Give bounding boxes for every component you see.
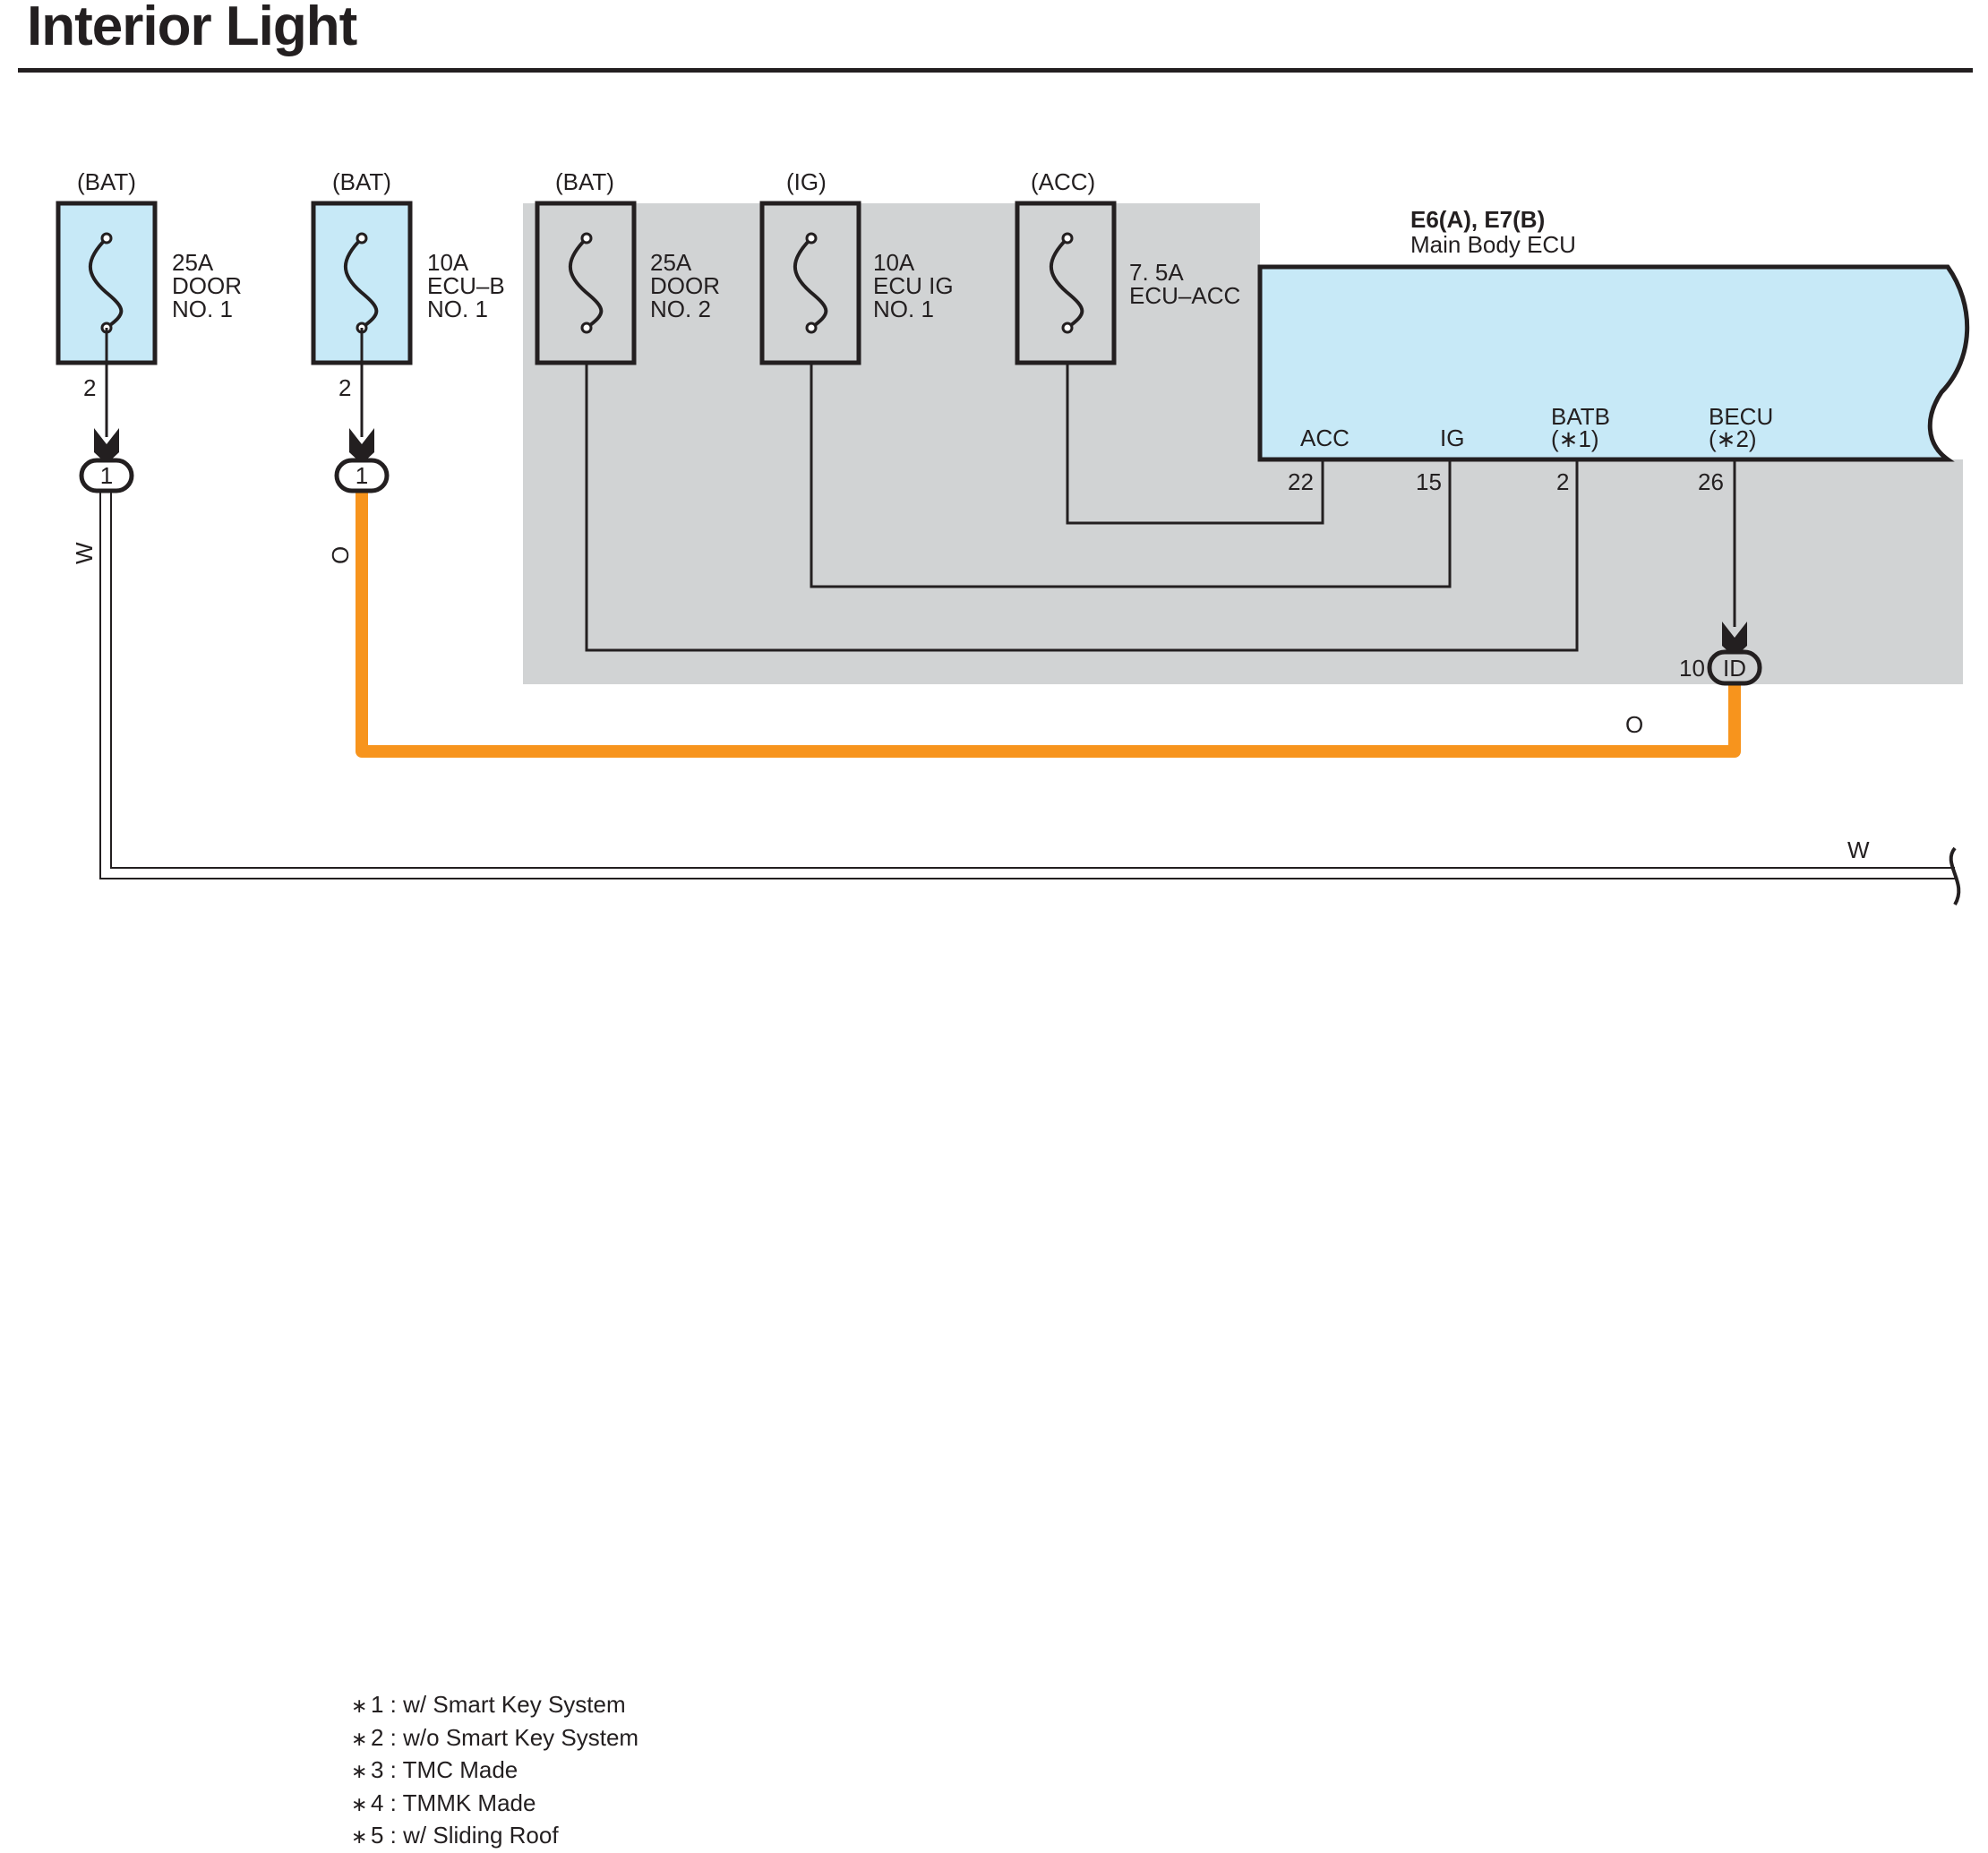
fuse-pin: 2 xyxy=(83,374,96,401)
wire-ecu-acc xyxy=(1066,328,1324,525)
ecu-name: Main Body ECU xyxy=(1410,231,1576,258)
footnotes: ∗1 : w/ Smart Key System ∗2 : w/o Smart … xyxy=(351,1689,638,1853)
fuse-name-2: NO. 1 xyxy=(172,296,233,322)
fuse-source: (BAT) xyxy=(332,168,391,195)
footnote: ∗1 : w/ Smart Key System xyxy=(351,1689,638,1722)
fuse-ecu-ig-no1: (IG) 10A ECU IG NO. 1 xyxy=(759,168,954,365)
ecu-pin-15: 15 xyxy=(1416,468,1442,495)
ecu-box xyxy=(1257,264,1970,462)
wire-label-o: O xyxy=(327,546,354,564)
wire-label-w: W xyxy=(71,542,98,564)
ecu-terminal-batb: BATB xyxy=(1551,403,1610,430)
ecu-terminal-ig: IG xyxy=(1440,425,1464,451)
wire-ecu-batb xyxy=(585,328,1579,652)
ecu-pin-22: 22 xyxy=(1288,468,1314,495)
fuse-source: (BAT) xyxy=(77,168,136,195)
fuse-door-no1: (BAT) 25A DOOR NO. 1 2 1 xyxy=(56,168,242,493)
ecu-terminal-becu-note: (∗2) xyxy=(1709,425,1757,452)
ecu-pin-2: 2 xyxy=(1556,468,1569,495)
fuse-source: (BAT) xyxy=(555,168,614,195)
fuse-name: ECU–ACC xyxy=(1129,282,1240,309)
ecu-terminal-becu: BECU xyxy=(1709,403,1773,430)
fuse-icon xyxy=(1050,236,1084,330)
fuse-rating: 25A xyxy=(650,249,692,276)
fuse-rating: 7. 5A xyxy=(1129,259,1184,286)
fuse-source: (IG) xyxy=(786,168,827,195)
footnote-text: 1 : w/ Smart Key System xyxy=(371,1691,626,1718)
asterisk-icon: ∗ xyxy=(351,1760,368,1782)
junction-label: ID xyxy=(1723,655,1746,682)
asterisk-icon: ∗ xyxy=(351,1825,368,1848)
page-title: Interior Light xyxy=(27,0,357,57)
footnote: ∗2 : w/o Smart Key System xyxy=(351,1722,638,1755)
orange-wire xyxy=(356,485,1741,758)
ecu-terminal-acc: ACC xyxy=(1300,425,1350,451)
fuse-ecu-acc: (ACC) 7. 5A ECU–ACC xyxy=(1015,168,1240,365)
footnote: ∗4 : TMMK Made xyxy=(351,1788,638,1821)
ecu-code: E6(A), E7(B) xyxy=(1410,206,1545,233)
footnote: ∗5 : w/ Sliding Roof xyxy=(351,1820,638,1853)
fuse-name: ECU IG xyxy=(873,272,954,299)
fuse-icon xyxy=(89,236,124,330)
fuse-name-2: NO. 1 xyxy=(427,296,488,322)
fuse-source: (ACC) xyxy=(1031,168,1095,195)
fuse-name: ECU–B xyxy=(427,272,505,299)
connector-number: 1 xyxy=(356,462,368,489)
fuse-name: DOOR xyxy=(650,272,720,299)
fuse-door-no2: (BAT) 25A DOOR NO. 2 xyxy=(535,168,720,365)
asterisk-icon: ∗ xyxy=(351,1727,368,1750)
footnote-text: 4 : TMMK Made xyxy=(371,1789,536,1816)
shaded-area xyxy=(523,203,1963,684)
arrow-down-icon xyxy=(349,428,374,464)
ecu-pin-26: 26 xyxy=(1698,468,1724,495)
footnote-text: 2 : w/o Smart Key System xyxy=(371,1723,639,1751)
asterisk-icon: ∗ xyxy=(351,1694,368,1717)
fuse-ecu-b-no1: (BAT) 10A ECU–B NO. 1 2 1 xyxy=(311,168,505,493)
wire-ecu-ig xyxy=(810,328,1452,588)
fuse-name-2: NO. 1 xyxy=(873,296,934,322)
wire-label-o-right: O xyxy=(1625,711,1643,738)
title-rule xyxy=(18,68,1973,73)
footnote: ∗3 : TMC Made xyxy=(351,1754,638,1788)
fuse-rating: 10A xyxy=(873,249,915,276)
arrow-down-icon xyxy=(94,428,119,464)
junction-pin: 10 xyxy=(1679,655,1705,682)
fuse-name: DOOR xyxy=(172,272,242,299)
wire-label-w-right: W xyxy=(1847,836,1870,863)
ecu-terminal-batb-note: (∗1) xyxy=(1551,425,1599,452)
fuse-rating: 10A xyxy=(427,249,469,276)
fuse-icon xyxy=(793,236,828,330)
footnote-text: 3 : TMC Made xyxy=(371,1756,518,1783)
asterisk-icon: ∗ xyxy=(351,1792,368,1815)
fuse-icon xyxy=(344,236,379,330)
arrow-down-icon xyxy=(1722,622,1747,657)
footnote-text: 5 : w/ Sliding Roof xyxy=(371,1822,559,1849)
fuse-icon xyxy=(569,236,604,330)
connector-number: 1 xyxy=(100,462,113,489)
fuse-pin: 2 xyxy=(338,374,351,401)
junction-id: ID 10 xyxy=(1679,622,1762,686)
white-wire xyxy=(99,480,1961,906)
fuse-rating: 25A xyxy=(172,249,214,276)
fuse-name-2: NO. 2 xyxy=(650,296,711,322)
